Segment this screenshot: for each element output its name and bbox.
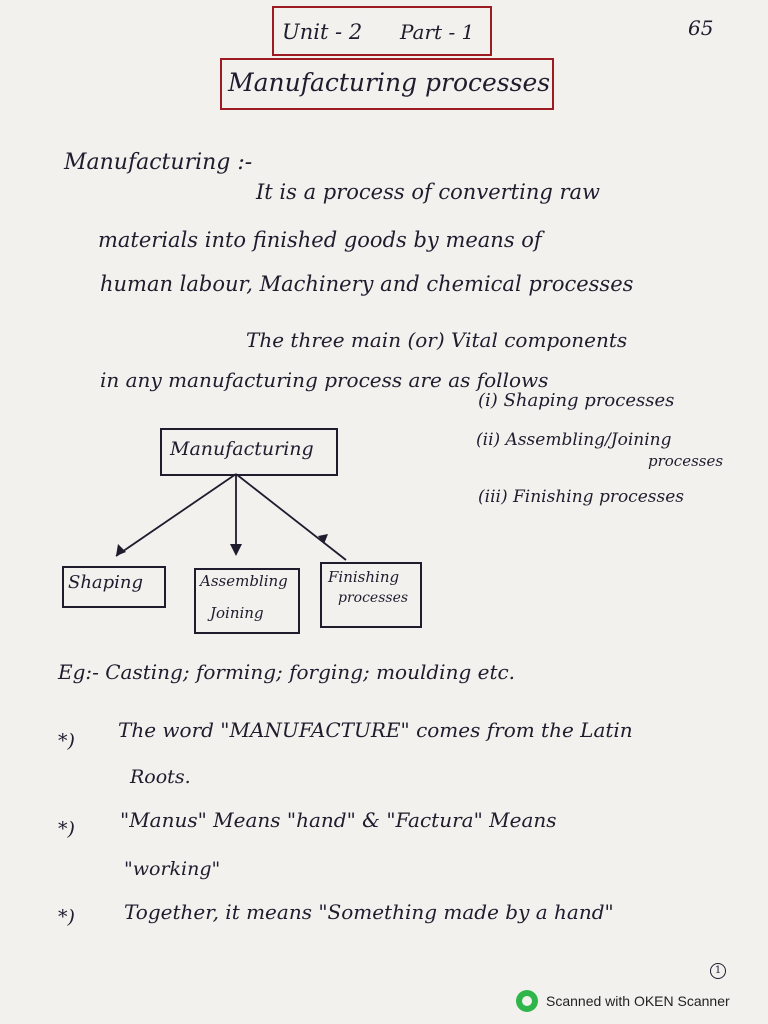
unit-label: Unit - 2 xyxy=(282,20,363,44)
diagram-child-label-shaping: Shaping xyxy=(68,572,144,593)
scanner-logo-icon xyxy=(516,990,538,1012)
component-item-2: (ii) Assembling/Joining xyxy=(476,430,672,450)
scanner-footer: Scanned with OKEN Scanner xyxy=(516,990,730,1012)
definition-line-1: It is a process of converting raw xyxy=(256,180,600,204)
diagram-root-label: Manufacturing xyxy=(170,438,314,460)
footer-text: Scanned with OKEN Scanner xyxy=(546,993,730,1009)
section-heading: Manufacturing :- xyxy=(64,150,253,175)
components-intro-2: in any manufacturing process are as foll… xyxy=(100,368,549,392)
note-2-line-2: "working" xyxy=(124,858,221,880)
note-bullet-1: *) xyxy=(58,730,75,752)
corner-mark: 1 xyxy=(710,963,726,979)
diagram-child-box-assembling xyxy=(194,568,300,634)
part-label: Part - 1 xyxy=(400,20,475,44)
title-box xyxy=(220,58,554,110)
note-2-line-1: "Manus" Means "hand" & "Factura" Means xyxy=(120,808,557,832)
note-1-line-1: The word "MANUFACTURE" comes from the La… xyxy=(118,718,633,742)
diagram-child-sub-assembling: Joining xyxy=(210,604,264,622)
components-intro-1: The three main (or) Vital components xyxy=(246,328,628,352)
diagram-child-label-finishing: Finishing xyxy=(328,568,400,586)
note-bullet-2: *) xyxy=(58,818,75,840)
diagram-root-box xyxy=(160,428,338,476)
note-1-line-2: Roots. xyxy=(130,766,191,788)
note-3-line-1: Together, it means "Something made by a … xyxy=(124,900,614,924)
component-item-3: (iii) Finishing processes xyxy=(478,487,685,507)
diagram-child-label-assembling: Assembling xyxy=(200,572,288,590)
example-line: Eg:- Casting; forming; forging; moulding… xyxy=(58,660,516,684)
component-item-2-cont: processes xyxy=(648,452,724,470)
note-bullet-3: *) xyxy=(58,906,75,928)
page-title: Manufacturing processes xyxy=(228,68,551,97)
diagram-child-sub-finishing: processes xyxy=(338,590,409,606)
diagram-child-box-shaping xyxy=(62,566,166,608)
component-item-1: (i) Shaping processes xyxy=(478,390,675,411)
definition-line-3: human labour, Machinery and chemical pro… xyxy=(100,272,634,296)
definition-line-2: materials into finished goods by means o… xyxy=(98,228,542,252)
page-number: 65 xyxy=(688,16,714,40)
unit-box xyxy=(272,6,492,56)
diagram-child-box-finishing xyxy=(320,562,422,628)
